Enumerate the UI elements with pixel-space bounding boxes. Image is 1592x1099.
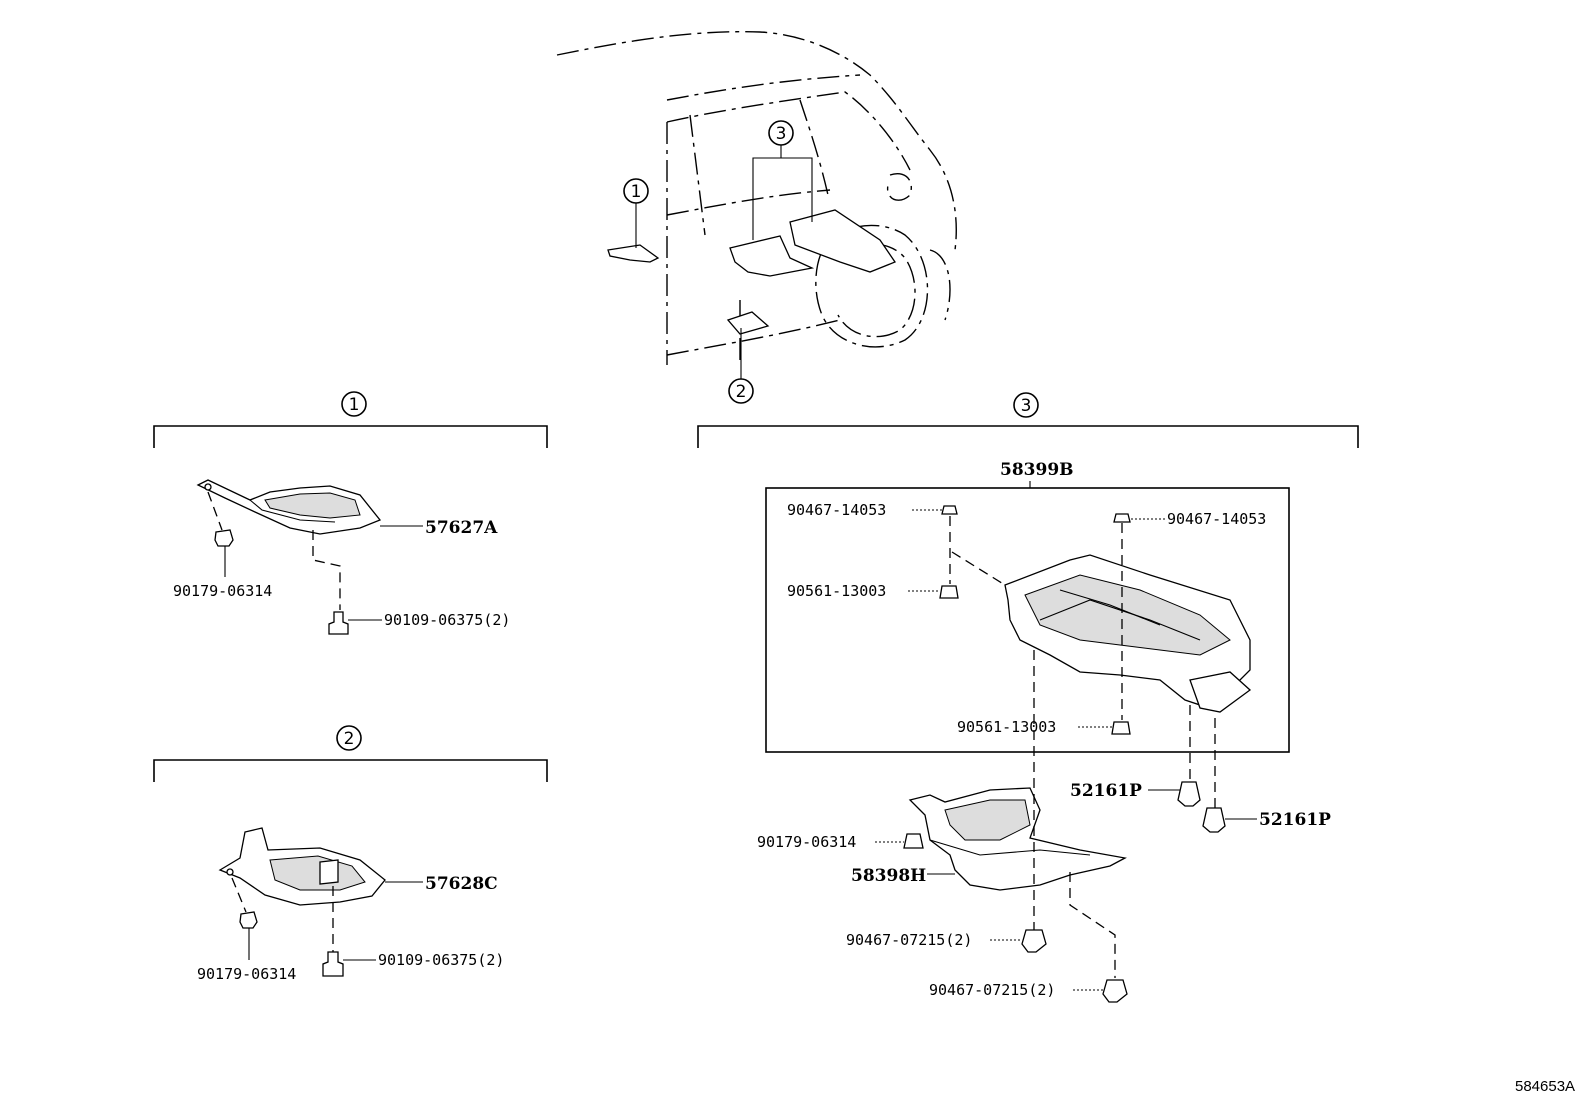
label-90179-06314-s1: 90179-06314 [173,582,272,600]
label-90561-13003-bottom: 90561-13003 [957,718,1056,736]
clip-90467-14053-right [1113,513,1131,523]
clip-90467-14053-left [941,505,958,515]
diagram-reference-code: 584653A [1515,1078,1575,1095]
section-3-bracket [697,425,1359,448]
nut-90561-13003-left [939,585,959,599]
clip-90179-06314-s1 [214,529,234,547]
callout-2 [336,725,362,751]
label-90561-13003-left: 90561-13003 [787,582,886,600]
part-58399B-shape [1004,554,1252,713]
callout-3 [1013,392,1039,418]
part-57627A-shape [196,479,382,535]
section-2: 2 90179-06314 90109-06375(2) 57628C [153,725,548,983]
clip-90467-07215-1 [1021,929,1047,953]
callout-3-overview-label: 3 [776,124,787,144]
section-2-bracket [153,759,548,782]
section-1-bracket [153,425,548,448]
label-90467-14053-right: 90467-14053 [1167,510,1266,528]
callout-2-overview-label: 2 [736,382,747,402]
label-58398H: 58398H [851,866,926,886]
callout-1 [341,391,367,417]
clip-90179-06314-s3 [903,833,924,849]
label-90109-06375-s1: 90109-06375(2) [384,611,510,629]
bolt-90109-06375-s1 [328,611,349,635]
label-57627A: 57627A [425,518,498,538]
label-90179-06314-s3: 90179-06314 [757,833,856,851]
clip-90467-07215-2 [1102,979,1128,1003]
label-52161P-1: 52161P [1070,781,1142,801]
retainer-52161P-1 [1177,781,1201,807]
part-58398H-shape [908,787,1127,891]
assembly-58399B-box [765,487,1290,753]
nut-90561-13003-bottom [1111,721,1131,735]
label-90467-14053-left: 90467-14053 [787,501,886,519]
label-58399B: 58399B [1000,460,1074,480]
label-90467-07215-1: 90467-07215(2) [846,931,972,949]
section-3: 3 58399B 90467-14053 90561-13003 90467-1… [697,392,1359,1003]
label-57628C: 57628C [425,874,498,894]
section-1: 1 90179-06314 90109-06375(2) 57627A [153,391,548,635]
label-52161P-2: 52161P [1259,810,1331,830]
clip-90179-06314-s2 [239,911,258,929]
callout-2-label: 2 [344,729,355,749]
retainer-52161P-2 [1202,807,1226,833]
bolt-90109-06375-s2 [322,951,344,977]
callout-3-label: 3 [1021,396,1032,416]
callout-1-overview-label: 1 [631,182,642,202]
part-57628C-shape [218,827,386,906]
callout-1-label: 1 [349,395,360,415]
vehicle-overview: 1 3 2 [556,31,957,404]
label-90179-06314-s2: 90179-06314 [197,965,296,983]
label-90109-06375-s2: 90109-06375(2) [378,951,504,969]
label-90467-07215-2: 90467-07215(2) [929,981,1055,999]
